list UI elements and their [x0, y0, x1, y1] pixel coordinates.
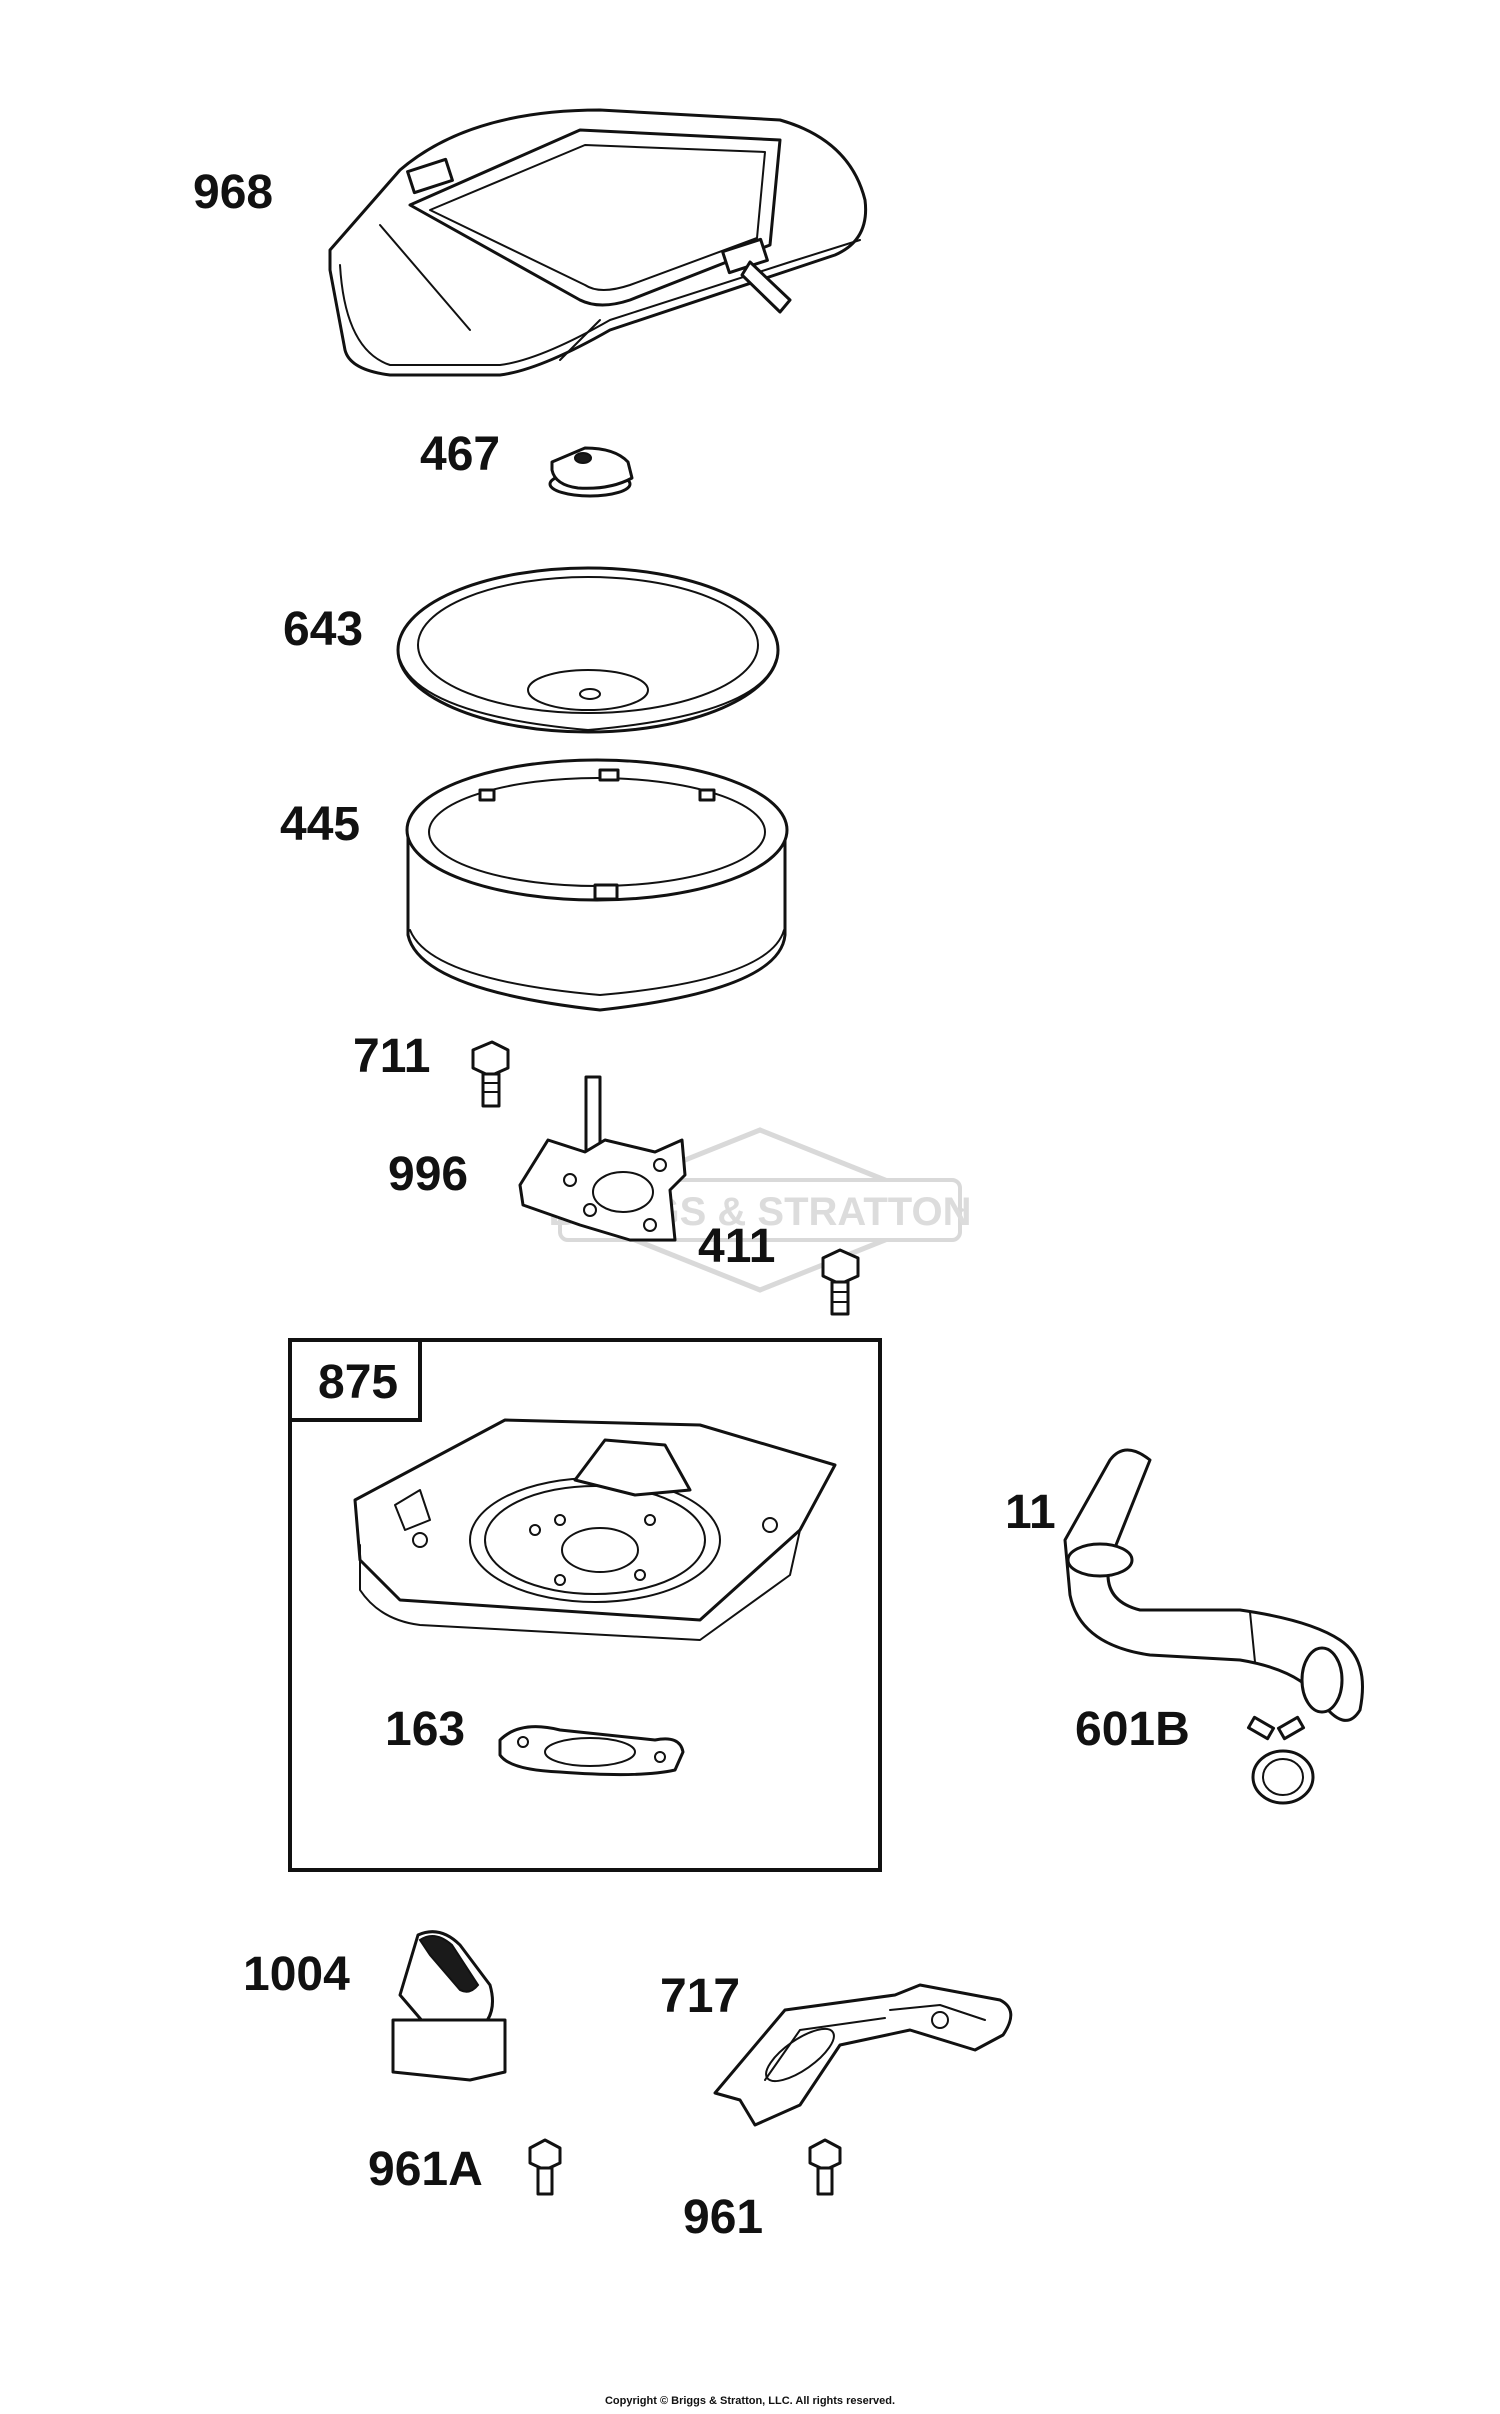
part-445-filter[interactable]: [405, 758, 789, 1012]
part-875-base[interactable]: [353, 1418, 837, 1641]
label-996: 996: [388, 1148, 468, 1201]
part-717-bracket[interactable]: [713, 1983, 1013, 2127]
part-467-wing-nut[interactable]: [548, 446, 634, 498]
label-11: 11: [1005, 1486, 1056, 1539]
part-411-bolt[interactable]: [821, 1248, 860, 1316]
label-601B: 601B: [1075, 1703, 1190, 1756]
label-445: 445: [280, 798, 360, 851]
part-961A-bolt[interactable]: [528, 2138, 562, 2196]
label-961A: 961A: [368, 2143, 483, 2196]
label-711: 711: [353, 1030, 430, 1083]
label-875: 875: [318, 1356, 398, 1409]
kit-875-box: [288, 1338, 882, 1872]
label-411: 411: [698, 1220, 775, 1273]
label-643: 643: [283, 603, 363, 656]
label-1004: 1004: [243, 1948, 350, 2001]
label-961: 961: [683, 2191, 763, 2244]
part-163-gasket[interactable]: [498, 1725, 685, 1777]
label-467: 467: [420, 428, 500, 481]
label-717: 717: [660, 1970, 740, 2023]
part-968-cover[interactable]: [328, 108, 868, 377]
copyright-text: Copyright © Briggs & Stratton, LLC. All …: [605, 2395, 895, 2407]
part-961-bolt[interactable]: [808, 2138, 842, 2196]
part-601B-clamp[interactable]: [1246, 1715, 1315, 1805]
part-996-bracket[interactable]: [518, 1075, 687, 1242]
part-643-pre-cleaner[interactable]: [396, 566, 780, 734]
kit-875-label-box: [288, 1338, 422, 1422]
label-163: 163: [385, 1703, 465, 1756]
part-711-bolt[interactable]: [471, 1040, 510, 1108]
part-1004-boot[interactable]: [391, 1930, 507, 2082]
label-968: 968: [193, 166, 273, 219]
part-11-breather-tube[interactable]: [1063, 1448, 1364, 1722]
